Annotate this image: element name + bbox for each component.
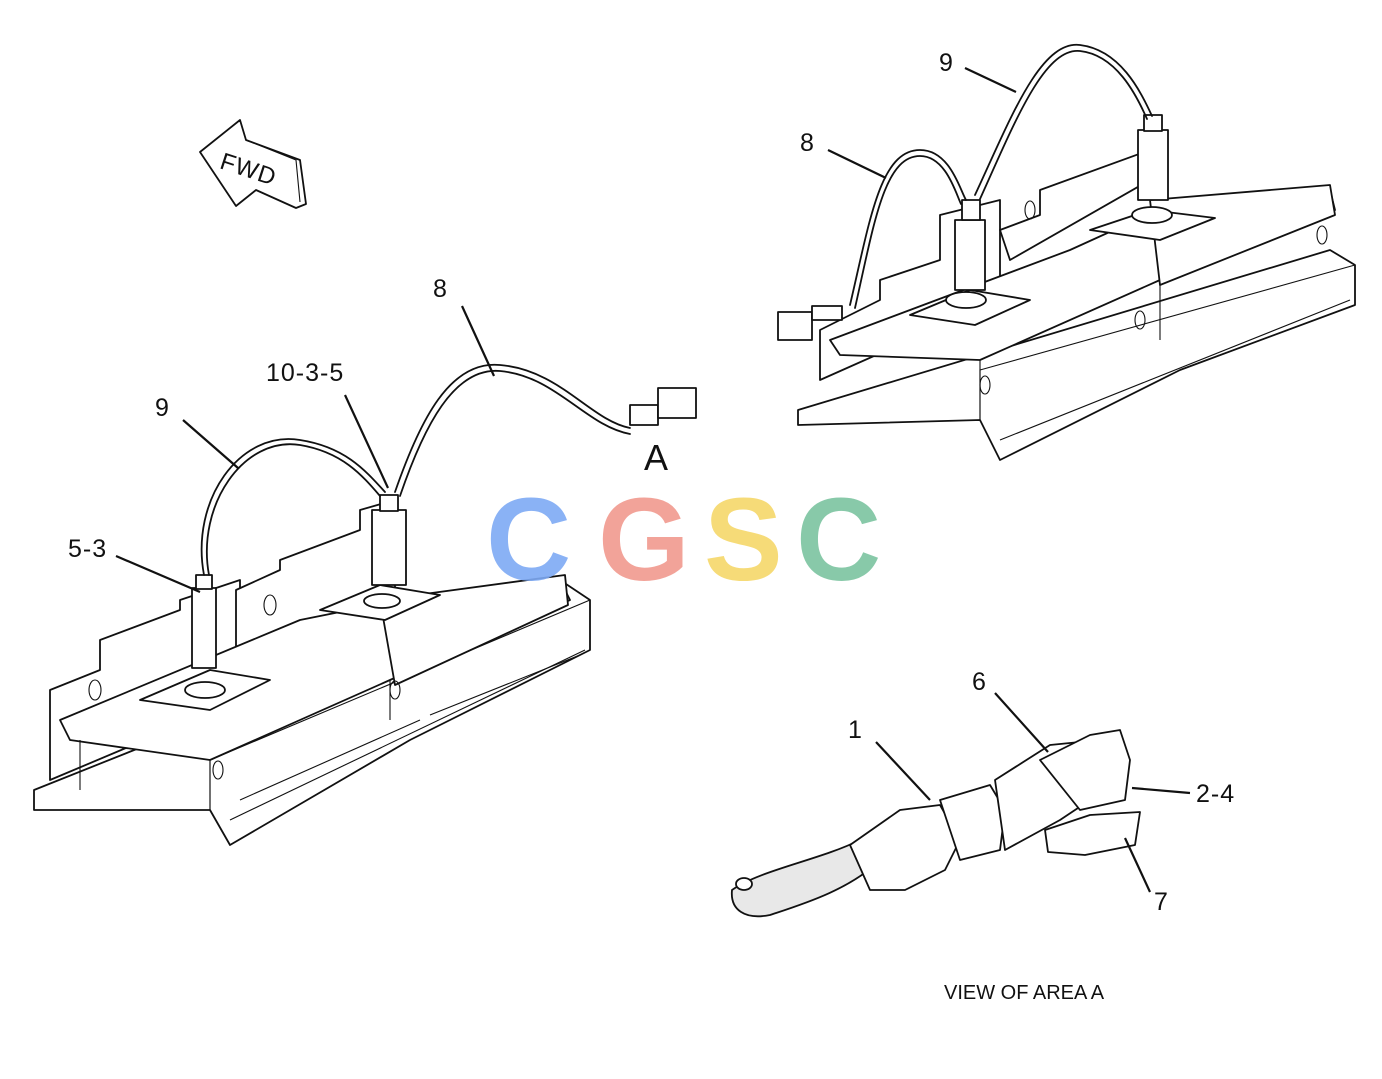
watermark-letter-2: G xyxy=(598,474,702,606)
fwd-arrow-icon: FWD xyxy=(199,119,307,209)
callout-9-main: 9 xyxy=(155,394,170,422)
callout-8-upper: 8 xyxy=(800,129,815,157)
callout-6: 6 xyxy=(972,668,987,696)
detail-caption: VIEW OF AREA A xyxy=(944,982,1105,1004)
detail-view-area-a: 1 6 2-4 7 VIEW OF AREA A xyxy=(731,668,1235,1004)
callout-5-3: 5-3 xyxy=(68,535,107,563)
callout-1: 1 xyxy=(848,716,863,744)
callout-9-upper: 9 xyxy=(939,49,954,77)
watermark-letter-4: C xyxy=(796,474,893,606)
upper-right-assembly: 9 8 xyxy=(777,44,1356,461)
callout-area-a: A xyxy=(644,437,669,478)
callout-7: 7 xyxy=(1154,888,1169,916)
watermark-letter-1: C xyxy=(486,474,583,606)
callout-10-3-5: 10-3-5 xyxy=(266,359,344,387)
fwd-label: FWD xyxy=(217,148,280,191)
callout-8-main: 8 xyxy=(433,275,448,303)
main-assembly: 9 8 10-3-5 5-3 A xyxy=(33,275,697,846)
callout-2-4: 2-4 xyxy=(1196,780,1235,808)
cgsc-watermark-logo: C G S C xyxy=(486,474,893,606)
watermark-letter-3: S xyxy=(704,474,795,606)
